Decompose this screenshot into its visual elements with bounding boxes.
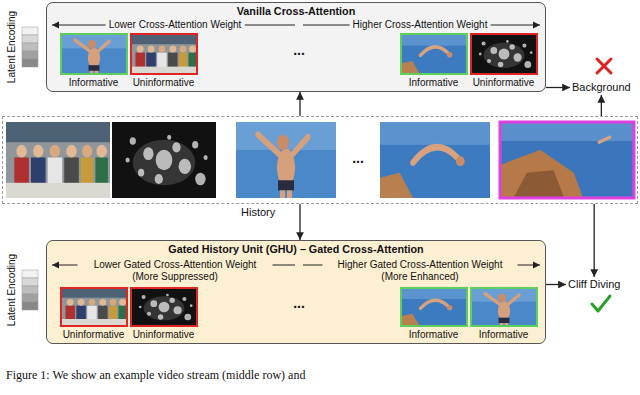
figure-caption: Figure 1: We show an example video strea… xyxy=(6,368,305,382)
panel-title: Vanilla Cross-Attention xyxy=(47,5,545,18)
informative-frame: Informative xyxy=(470,287,538,327)
frame-photo xyxy=(130,33,198,75)
history-photo xyxy=(500,122,634,198)
frame-photo xyxy=(130,287,198,327)
result-label: Cliff Diving xyxy=(566,277,622,292)
latent-encoding-bar xyxy=(22,302,38,310)
frame-label: Uninformative xyxy=(63,329,125,340)
history-photo xyxy=(500,122,634,198)
latent-encoding-label: Latent Encoding xyxy=(6,11,18,83)
panel-fill xyxy=(46,2,546,92)
frame-label: Uninformative xyxy=(133,329,195,340)
frame-label: Informative xyxy=(409,329,458,340)
flow-arrow xyxy=(594,204,595,277)
frame-label: Uninformative xyxy=(473,77,535,88)
frame-photo xyxy=(470,287,538,327)
flow-arrow xyxy=(546,284,566,285)
frame-photo xyxy=(60,33,538,327)
history-photo xyxy=(6,122,634,198)
result-label: Background xyxy=(570,80,633,95)
panel-fill xyxy=(46,240,546,344)
panel-fill xyxy=(46,2,546,344)
frame-photo xyxy=(470,33,538,75)
frame-photo xyxy=(60,33,128,75)
weight-label: Higher Gated Cross-Attention Weight (Mor… xyxy=(323,259,518,283)
latent-encoding-bar xyxy=(22,270,38,278)
latent-encoding-bar xyxy=(22,294,38,302)
latent-encoding-label: Latent Encoding xyxy=(6,254,18,326)
frame-photo xyxy=(400,33,468,75)
latent-encoding-bar xyxy=(22,51,38,59)
strip-label: History xyxy=(241,206,275,219)
weight-arrow xyxy=(52,25,540,265)
frame-label: Informative xyxy=(69,77,118,88)
history-photo xyxy=(236,122,336,198)
ellipsis: ... xyxy=(352,151,364,165)
uninformative-frame: Uninformative xyxy=(470,33,538,75)
weight-label: Lower Cross-Attention Weight xyxy=(106,19,245,31)
latent-encoding-bar xyxy=(22,43,38,51)
flow-arrow xyxy=(546,87,570,88)
frame-photo xyxy=(60,287,128,327)
frame-label: Informative xyxy=(409,77,458,88)
latent-encoding-bar xyxy=(22,27,38,35)
flow-arrow xyxy=(299,204,300,240)
uninformative-frame: Uninformative xyxy=(60,287,128,327)
cross-icon xyxy=(597,59,611,73)
latent-encoding-bar xyxy=(22,286,38,294)
attention-panel: Gated History Unit (GHU) – Gated Cross-A… xyxy=(46,240,546,344)
ellipsis: ... xyxy=(293,43,305,57)
history-photo xyxy=(112,122,216,198)
cross-icon xyxy=(597,59,611,73)
flow-arrow xyxy=(299,92,300,116)
check-icon xyxy=(592,296,610,311)
frame-label: Informative xyxy=(479,329,528,340)
uninformative-frame: Uninformative xyxy=(130,33,198,75)
latent-encoding-bar xyxy=(22,278,38,286)
panel-title: Gated History Unit (GHU) – Gated Cross-A… xyxy=(47,243,545,256)
result-text: Cliff Diving xyxy=(568,278,620,291)
informative-frame: Informative xyxy=(400,287,468,327)
latent-encoding-bar xyxy=(22,59,38,67)
weight-label: Higher Cross-Attention Weight xyxy=(350,19,491,31)
informative-frame: Informative xyxy=(400,33,468,75)
history-strip: History xyxy=(2,116,638,204)
latent-encoding-bar xyxy=(22,35,38,43)
flow-arrow xyxy=(601,95,602,116)
cross-icon xyxy=(597,59,611,73)
frame-photo xyxy=(400,287,468,327)
history-photo xyxy=(6,122,110,198)
frame-label: Uninformative xyxy=(133,77,195,88)
result-text: Background xyxy=(572,81,631,94)
ellipsis: ... xyxy=(293,296,305,310)
uninformative-frame: Uninformative xyxy=(130,287,198,327)
weight-label: Lower Gated Cross-Attention Weight (More… xyxy=(78,259,273,283)
informative-frame: Informative xyxy=(60,33,128,75)
history-photo xyxy=(380,122,490,198)
